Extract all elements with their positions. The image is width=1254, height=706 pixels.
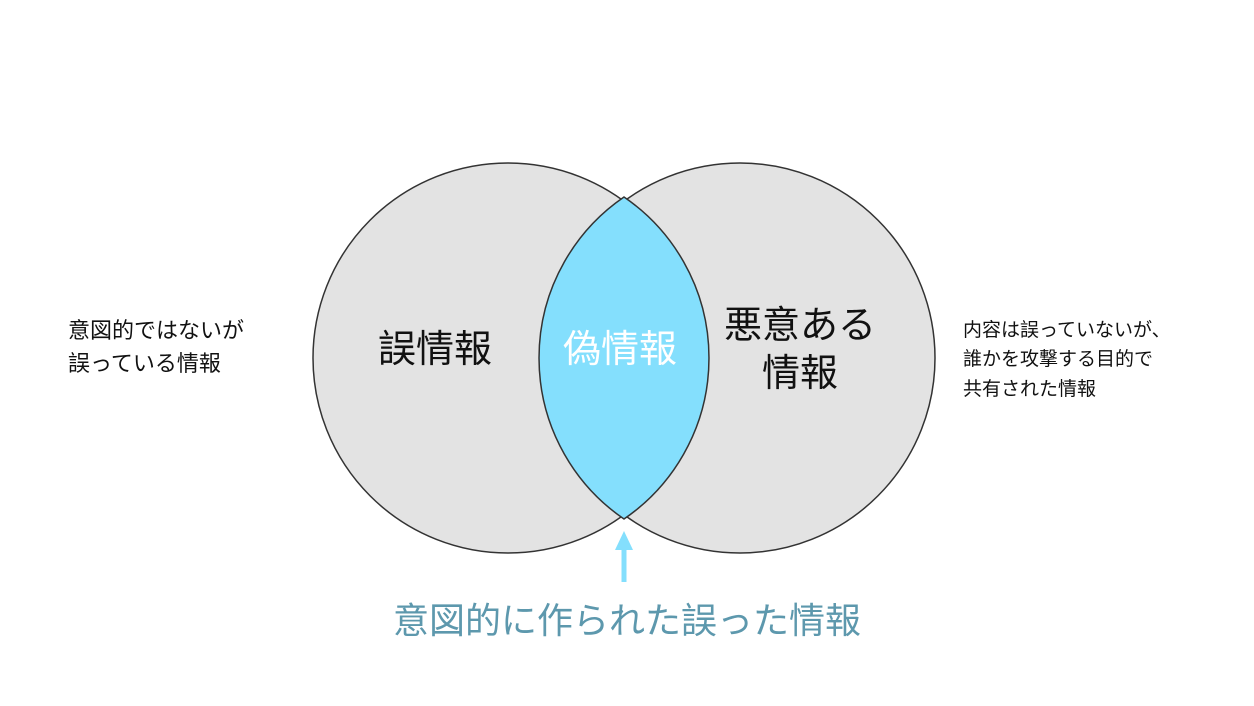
intersection-region [538,196,710,520]
left-set-label: 誤情報 [355,326,515,374]
left-set-description: 意図的ではないが 誤っている情報 [68,315,244,381]
right-set-label: 悪意ある 情報 [700,302,900,397]
intersection-label-text: 偽情報 [562,327,677,371]
up-arrow-icon [615,531,633,582]
intersection-caption: 意図的に作られた誤った情報 [392,601,861,642]
left-description-line: 誤っている情報 [68,352,221,377]
right-set-label-line: 悪意ある [723,303,876,347]
left-set-label-text: 誤情報 [377,327,492,371]
intersection-label: 偽情報 [545,326,695,374]
right-description-line: 内容は誤っていないが、 [963,319,1171,341]
right-description-line: 共有された情報 [963,377,1097,400]
left-description-line: 意図的ではないが [68,319,245,344]
right-set-label-line: 情報 [761,350,838,395]
right-set-description: 内容は誤っていないが、 誰かを攻撃する目的で 共有された情報 [963,316,1171,404]
right-description-line: 誰かを攻撃する目的で [963,348,1154,371]
